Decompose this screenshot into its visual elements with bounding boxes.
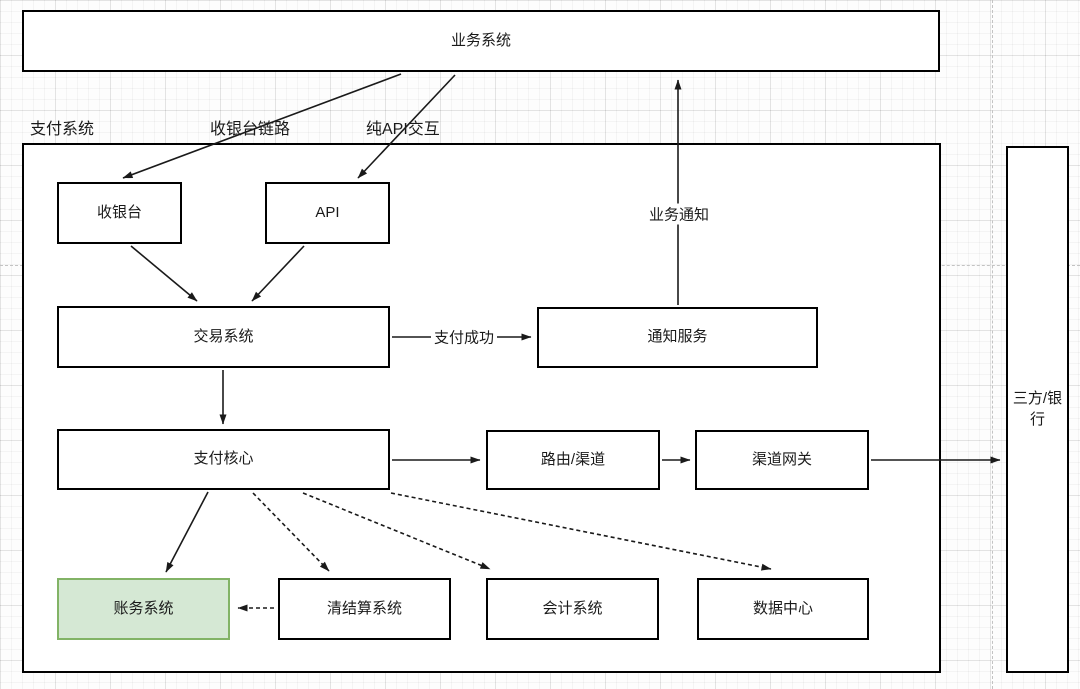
node-notify-service: 通知服务 — [537, 307, 818, 368]
label-cashier-link: 收银台链路 — [210, 121, 291, 138]
node-account-system: 账务系统 — [57, 578, 230, 640]
label-pure-api: 纯API交互 — [366, 121, 440, 138]
label-payment-system: 支付系统 — [30, 121, 95, 138]
node-payment-core: 支付核心 — [57, 429, 390, 490]
node-accounting-system: 会计系统 — [486, 578, 659, 640]
node-api: API — [265, 182, 390, 244]
label-business-notify: 业务通知 — [645, 203, 713, 225]
node-trade-system: 交易系统 — [57, 306, 390, 368]
node-third-party-bank: 三方/银行 — [1006, 146, 1069, 673]
page-break-vertical — [992, 0, 993, 689]
node-channel-gateway: 渠道网关 — [695, 430, 869, 490]
label-pay-success: 支付成功 — [430, 326, 498, 348]
node-business-system: 业务系统 — [22, 10, 940, 72]
node-data-center: 数据中心 — [697, 578, 869, 640]
node-route-channel: 路由/渠道 — [486, 430, 660, 490]
node-cashier: 收银台 — [57, 182, 182, 244]
node-clearing-settlement-system: 清结算系统 — [278, 578, 451, 640]
